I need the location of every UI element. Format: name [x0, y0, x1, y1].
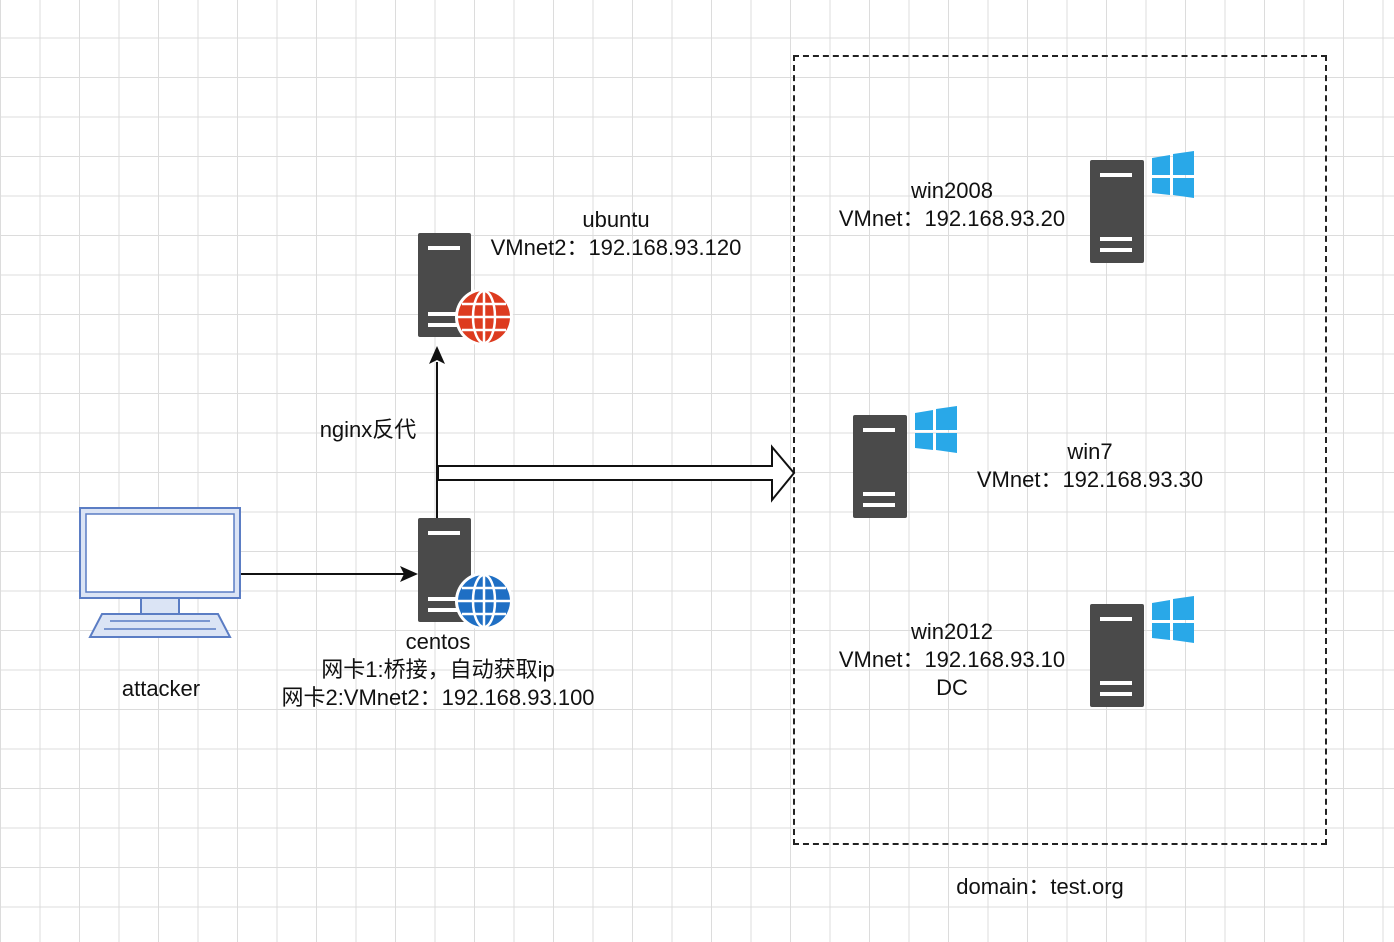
domain-text: domain：test.org [956, 874, 1124, 899]
domain-boundary [793, 55, 1327, 845]
win2012-ip: VMnet：192.168.93.10 [838, 647, 1066, 672]
ubuntu-ip: VMnet2：192.168.93.120 [490, 235, 742, 260]
win7-label: win7 VMnet：192.168.93.30 [956, 438, 1224, 494]
desktop-monitor-icon [79, 507, 241, 638]
edge-attacker-to-centos [240, 566, 418, 582]
centos-nic1: 网卡1:桥接，自动获取ip [321, 657, 555, 682]
domain-label: domain：test.org [920, 873, 1160, 901]
windows-server-icon [1090, 596, 1194, 707]
centos-label: centos 网卡1:桥接，自动获取ip 网卡2:VMnet2：192.168.… [258, 628, 618, 712]
attacker-label: attacker [100, 675, 222, 703]
win2012-label: win2012 VMnet：192.168.93.10 DC [818, 618, 1086, 702]
ubuntu-label: ubuntu VMnet2：192.168.93.120 [470, 206, 762, 262]
ubuntu-name: ubuntu [582, 207, 650, 232]
edge-centos-to-ubuntu [429, 346, 445, 518]
win2012-name: win2012 [911, 619, 993, 644]
windows-server-icon [853, 406, 957, 518]
centos-name: centos [405, 629, 471, 654]
edge-centos-to-domain [437, 444, 796, 503]
win2012-role: DC [936, 675, 968, 700]
web-server-red-globe-icon [418, 233, 513, 346]
windows-server-icon [1090, 151, 1194, 263]
centos-nic2: 网卡2:VMnet2：192.168.93.100 [281, 685, 595, 710]
win2008-label: win2008 VMnet：192.168.93.20 [818, 177, 1086, 233]
win7-name: win7 [1067, 439, 1113, 464]
win7-ip: VMnet：192.168.93.30 [976, 467, 1204, 492]
web-server-blue-globe-icon [418, 518, 513, 630]
attacker-name: attacker [121, 676, 201, 701]
nginx-proxy-text: nginx反代 [319, 417, 417, 442]
win2008-name: win2008 [911, 178, 993, 203]
win2008-ip: VMnet：192.168.93.20 [838, 206, 1066, 231]
nginx-proxy-label: nginx反代 [310, 416, 426, 444]
